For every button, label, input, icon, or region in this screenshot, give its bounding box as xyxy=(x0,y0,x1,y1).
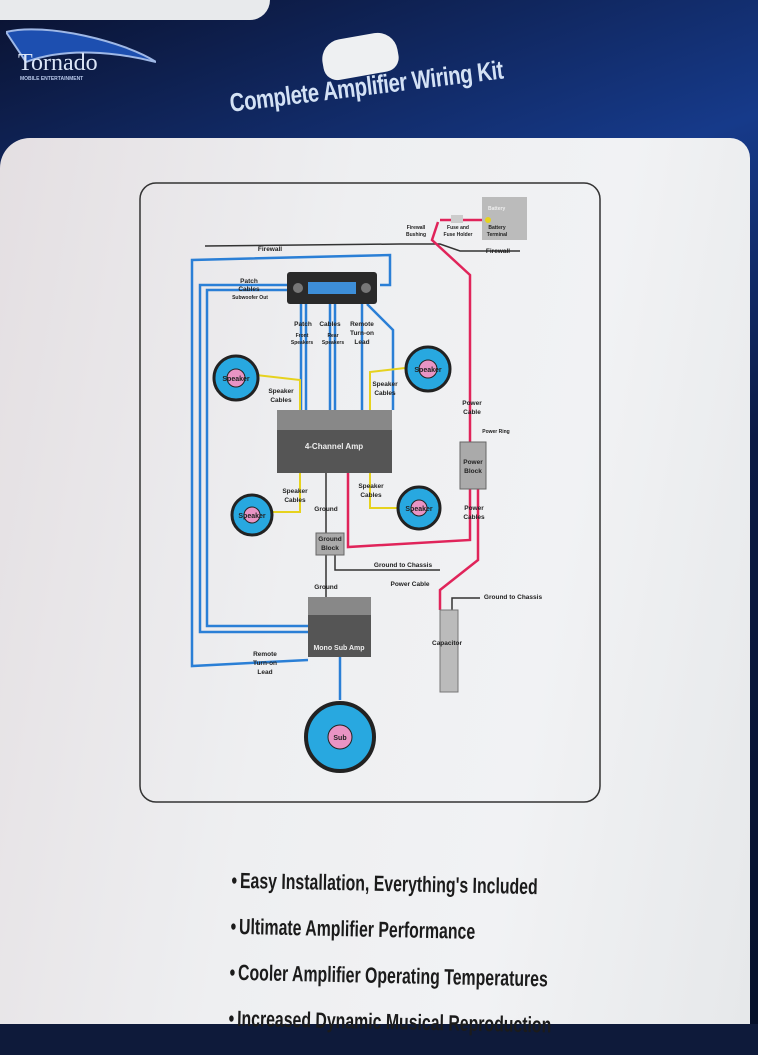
diagram-label: Ground xyxy=(314,506,337,513)
diagram-label: Battery xyxy=(488,225,505,231)
speaker-wires xyxy=(255,367,406,513)
feature-item: Easy Installation, Everything's Included xyxy=(231,861,592,915)
tornado-logo: Tornado MOBILE ENTERTAINMENT xyxy=(6,28,156,82)
diagram-label: Speaker xyxy=(238,513,266,520)
diagram-label: Cable xyxy=(463,409,481,416)
diagram-label: Bushing xyxy=(406,232,426,238)
diagram-label: Ground to Chassis xyxy=(484,594,543,601)
diagram-label: Speaker xyxy=(414,367,442,374)
diagram-label: Sub xyxy=(333,735,346,742)
brand-name: Tornado xyxy=(18,50,98,76)
diagram-label: Cables xyxy=(463,514,485,521)
diagram-label: Turn-on xyxy=(253,660,277,667)
feature-item: Ultimate Amplifier Performance xyxy=(230,907,591,961)
blue-wires xyxy=(190,253,395,700)
diagram-label: Speaker xyxy=(358,483,384,490)
diagram-label: Speaker xyxy=(282,488,308,495)
ground-block-icon xyxy=(315,532,345,556)
diagram-label: Power xyxy=(463,459,483,466)
diagram-label: Turn-on xyxy=(350,330,374,337)
diagram-label: Speakers xyxy=(322,340,344,346)
diagram-label: Power Cable xyxy=(390,581,429,588)
diagram-label: Speaker xyxy=(222,376,250,383)
diagram-label: Mono Sub Amp xyxy=(313,645,364,652)
diagram-label: Cables xyxy=(360,492,382,499)
diagram-label: Speakers xyxy=(291,340,313,346)
feature-item: Cooler Amplifier Operating Temperatures xyxy=(229,953,590,1007)
diagram-label: 4-Channel Amp xyxy=(305,442,363,451)
diagram-label: Block xyxy=(464,468,482,475)
diagram-label: Subwoofer Out xyxy=(232,295,268,301)
background-paper xyxy=(0,0,270,20)
diagram-label: Fuse and xyxy=(447,225,469,231)
brand-tagline: MOBILE ENTERTAINMENT xyxy=(20,76,83,82)
diagram-label: Ground to Chassis xyxy=(374,562,433,569)
diagram-label: Rear xyxy=(327,333,338,339)
diagram-label: Terminal xyxy=(487,232,508,238)
diagram-label: Firewall xyxy=(258,246,282,253)
power-block-icon xyxy=(459,441,487,490)
diagram-label: Block xyxy=(321,545,339,552)
fuse-icon xyxy=(451,215,463,223)
diagram-label: Ground xyxy=(314,584,337,591)
diagram-label: Patch xyxy=(294,321,312,328)
diagram-label: Battery xyxy=(488,206,505,212)
diagram-label: Firewall xyxy=(407,225,426,231)
feature-item: Increased Dynamic Musical Reproduction xyxy=(228,999,589,1053)
firewall-line xyxy=(204,243,520,252)
diagram-label: Cables xyxy=(284,497,306,504)
diagram-label: Cables xyxy=(270,397,292,404)
diagram-label: Ground xyxy=(318,536,341,543)
speaker-icon xyxy=(212,345,452,537)
diagram-label: Fuse Holder xyxy=(444,232,473,238)
diagram-label: Power xyxy=(464,505,484,512)
diagram-label: Cables xyxy=(238,286,260,293)
diagram-label: Cables xyxy=(374,390,396,397)
diagram-border xyxy=(139,182,601,803)
diagram-label: Cables xyxy=(319,321,341,328)
diagram-label: Power xyxy=(462,400,482,407)
diagram-label: Front xyxy=(296,333,309,339)
diagram-label: Lead xyxy=(257,669,272,676)
diagram-label: Capacitor xyxy=(432,640,462,647)
diagram-label: Speaker xyxy=(268,388,294,395)
diagram-label: Power Ring xyxy=(482,429,510,435)
diagram-label: Speaker xyxy=(372,381,398,388)
capacitor-icon xyxy=(439,609,459,693)
diagram-label: Remote xyxy=(350,321,374,328)
diagram-label: Speaker xyxy=(405,506,433,513)
diagram-label: Remote xyxy=(253,651,277,658)
ground-wires xyxy=(325,473,480,610)
feature-list: Easy Installation, Everything's Included… xyxy=(228,861,732,1055)
diagram-label: Firewall xyxy=(486,248,510,255)
diagram-label: Patch xyxy=(240,278,258,285)
diagram-label: Lead xyxy=(354,339,369,346)
